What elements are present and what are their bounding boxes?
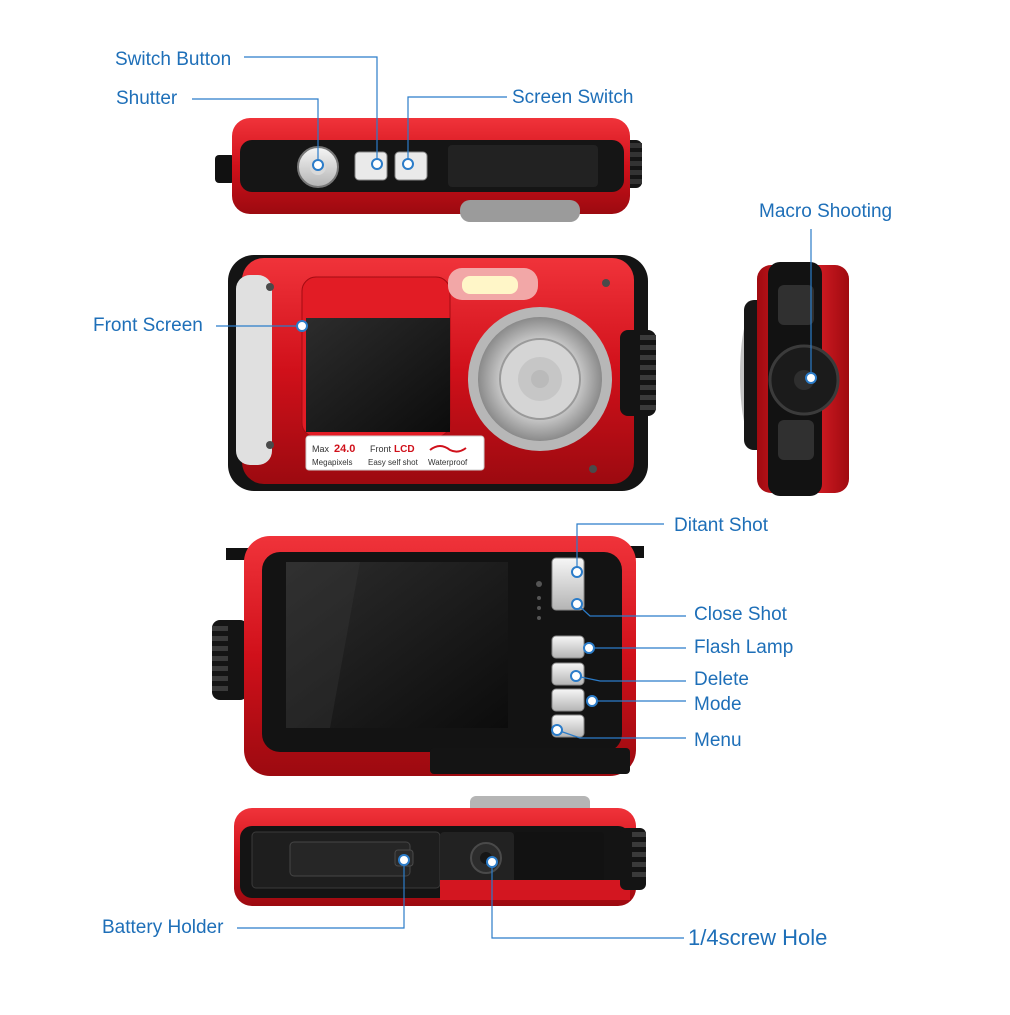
callout-line-delete (575, 675, 686, 682)
callout-lines (192, 56, 817, 939)
label-screw-hole: 1/4screw Hole (688, 925, 828, 950)
callout-dot-shutter (312, 159, 324, 171)
badge-easy-selfie: Easy self shot (368, 458, 419, 467)
label-mode: Mode (694, 694, 742, 715)
callout-line-screen-switch (407, 96, 507, 164)
badge-waterproof: Waterproof (428, 458, 468, 467)
label-ditant-shot: Ditant Shot (674, 515, 768, 536)
callout-line-screw-hole (491, 862, 684, 939)
callout-dot-flash-lamp (583, 642, 595, 654)
callout-line-ditant-shot (576, 523, 664, 572)
callout-dot-screen-switch (402, 158, 414, 170)
waterproof-wave-icon (429, 445, 467, 453)
label-switch-button: Switch Button (115, 49, 232, 70)
callout-dot-switch-button (371, 158, 383, 170)
callout-dot-ditant-shot (571, 566, 583, 578)
badge-lcd: LCD (394, 444, 415, 455)
callout-line-switch-button (244, 56, 378, 164)
label-close-shot: Close Shot (694, 604, 787, 625)
callout-dot-screw-hole (486, 856, 498, 868)
front-spec-badge: Max 24.0 Megapixels Front LCD Easy self … (312, 443, 468, 467)
camera-bottom-view (234, 796, 646, 906)
label-front-screen: Front Screen (93, 315, 203, 336)
camera-front-view (228, 255, 656, 491)
label-screen-switch: Screen Switch (512, 87, 634, 108)
badge-megapixels: Megapixels (312, 458, 352, 467)
label-macro-shooting: Macro Shooting (759, 201, 893, 222)
camera-side-view (740, 262, 849, 496)
callout-dot-delete (570, 670, 582, 682)
callout-line-menu (556, 729, 686, 739)
callout-line-shutter (192, 98, 319, 165)
camera-back-view (212, 536, 644, 776)
label-battery-holder: Battery Holder (102, 917, 224, 938)
label-menu: Menu (694, 730, 742, 751)
label-flash-lamp: Flash Lamp (694, 637, 794, 658)
callout-dot-close-shot (571, 598, 583, 610)
callout-dot-macro (805, 372, 817, 384)
camera-top-view (215, 118, 642, 222)
label-delete: Delete (694, 669, 749, 690)
callout-dot-menu (551, 724, 563, 736)
label-shutter: Shutter (116, 88, 178, 109)
badge-megapixels-value: 24.0 (334, 443, 355, 455)
callout-line-battery-holder (237, 860, 405, 929)
callout-dot-battery-holder (398, 854, 410, 866)
badge-front: Front (370, 444, 392, 454)
callout-dot-mode (586, 695, 598, 707)
callout-dot-front-screen (296, 320, 308, 332)
badge-max: Max (312, 444, 330, 454)
